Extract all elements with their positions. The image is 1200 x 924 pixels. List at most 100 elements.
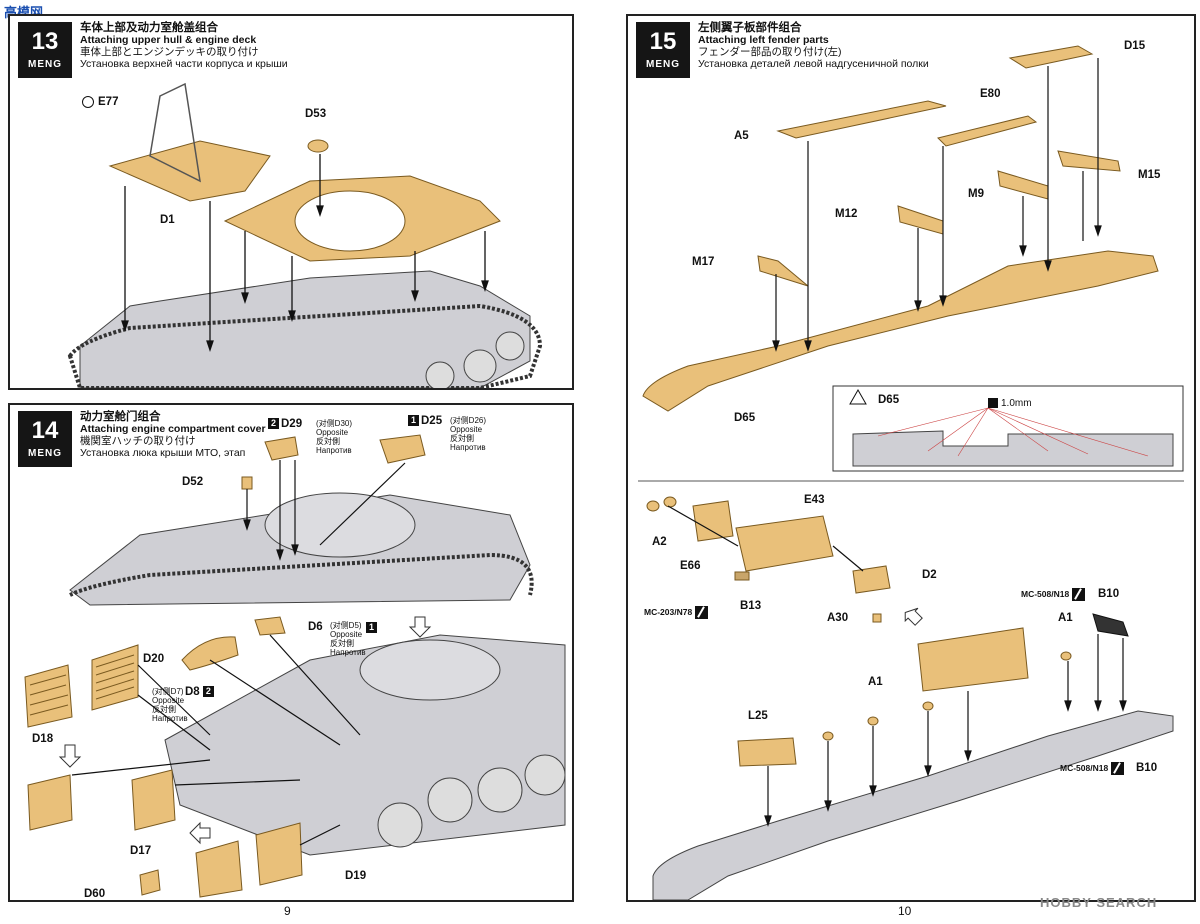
track-illustration (69, 552, 534, 597)
step-number: 15 (649, 28, 677, 55)
glue-icon (695, 606, 709, 620)
label-d6-number: 1 (366, 622, 379, 635)
title-ja: 車体上部とエンジンデッキの取り付け (80, 46, 259, 58)
part-b10 (1092, 613, 1129, 637)
label-b10-top: B10 (1098, 588, 1120, 600)
title-en: Attaching left fender parts (698, 34, 829, 46)
label-d17: D17 (130, 845, 152, 857)
part-d15 (1008, 45, 1094, 69)
title-ru: Установка деталей левой надгусеничной по… (698, 58, 929, 70)
step-14-diagram (24, 434, 566, 898)
part-d29 (264, 436, 299, 461)
meng-logo: MENG (636, 58, 690, 72)
part-d8 (181, 636, 239, 671)
turret-opening (294, 190, 406, 252)
part-m12 (897, 205, 944, 235)
part-a5 (776, 100, 947, 139)
step-13-titles: 车体上部及动力室舱盖组合 Attaching upper hull & engi… (80, 22, 288, 70)
label-d15: D15 (1124, 40, 1146, 52)
label-d6: D6 (308, 621, 323, 633)
part-e77-wire (149, 82, 201, 183)
part-a1 (922, 701, 934, 711)
step-14-badge: 14 MENG (18, 411, 72, 467)
label-d20: D20 (143, 653, 165, 665)
label-e80: E80 (980, 88, 1001, 100)
assembly-arrows (121, 154, 489, 353)
road-wheel (463, 349, 497, 383)
glue-icon (1111, 762, 1125, 776)
track-illustration (67, 303, 543, 388)
road-wheel (425, 361, 455, 388)
part-d25 (379, 434, 426, 464)
assembly-arrows (772, 58, 1102, 352)
part-e66 (692, 500, 734, 542)
title-ja: フェンダー部品の取り付け(左) (698, 46, 842, 58)
part-a2 (646, 500, 660, 512)
part-d18-mesh (27, 774, 73, 831)
step-15-panel: 15 MENG 左侧翼子板部件组合 Attaching left fender … (626, 14, 1196, 902)
part-m9 (997, 170, 1049, 200)
part-a1 (822, 731, 834, 741)
label-m12: M12 (835, 208, 858, 220)
glue-icon (1072, 588, 1086, 602)
label-d52: D52 (182, 476, 204, 488)
wire-lines (877, 407, 1149, 457)
part-a1 (1060, 651, 1072, 661)
step-number: 13 (31, 28, 59, 55)
title-ja: 機関室ハッチの取り付け (80, 435, 196, 447)
part-a1 (867, 716, 879, 726)
label-m15: M15 (1138, 169, 1161, 181)
part-a30 (872, 613, 882, 623)
label-e66: E66 (680, 560, 701, 572)
assembly-arrows (667, 505, 1127, 827)
label-d19: D19 (345, 870, 367, 882)
part-m17 (757, 255, 809, 287)
meng-logo: MENG (18, 58, 72, 72)
label-d8: D8 2 (185, 686, 216, 699)
step-13-badge: 13 MENG (18, 22, 72, 78)
label-e77: E77 (82, 96, 118, 109)
label-d65: D65 (734, 412, 756, 424)
label-d2: D2 (922, 569, 937, 581)
part-d53 (307, 139, 329, 153)
hull-illustration (79, 270, 531, 388)
part-d6 (254, 616, 286, 636)
step-15-titles: 左侧翼子板部件组合 Attaching left fender parts フェ… (698, 22, 929, 70)
label-mc508-top: MC-508/N18 (1021, 588, 1086, 602)
road-wheel (495, 331, 525, 361)
fender-gray (652, 710, 1174, 900)
title-ru: Установка верхней части корпуса и крыши (80, 58, 288, 70)
grill-slats (95, 654, 135, 700)
next-step-arrow (408, 616, 432, 638)
label-d53: D53 (305, 108, 327, 120)
step-15-diagram (638, 45, 1184, 900)
part-d1-deck (108, 140, 271, 202)
part-l25 (737, 737, 797, 767)
part-d18-grill (24, 664, 73, 728)
road-wheel (427, 777, 473, 823)
part-m15 (1057, 150, 1121, 172)
part-d19-grill (255, 822, 303, 886)
no-glue-icon (82, 96, 94, 108)
step-14-titles: 动力室舱门组合 Attaching engine compartment cov… (80, 411, 266, 459)
label-l25: L25 (748, 710, 768, 722)
meng-logo: MENG (18, 447, 72, 461)
title-en: Attaching engine compartment cover (80, 423, 266, 435)
turret-ring (359, 639, 501, 701)
part-d60 (139, 869, 161, 896)
label-d60: D60 (84, 888, 106, 900)
label-e43: E43 (804, 494, 825, 506)
assembly-arrows (71, 460, 406, 846)
next-step-arrow (904, 607, 923, 626)
label-b13: B13 (740, 600, 762, 612)
d65-detail-profile (852, 430, 1174, 467)
part-d52 (241, 476, 253, 490)
part-b13 (734, 571, 750, 581)
part-d17-grill (195, 840, 243, 898)
road-wheel (524, 754, 566, 796)
